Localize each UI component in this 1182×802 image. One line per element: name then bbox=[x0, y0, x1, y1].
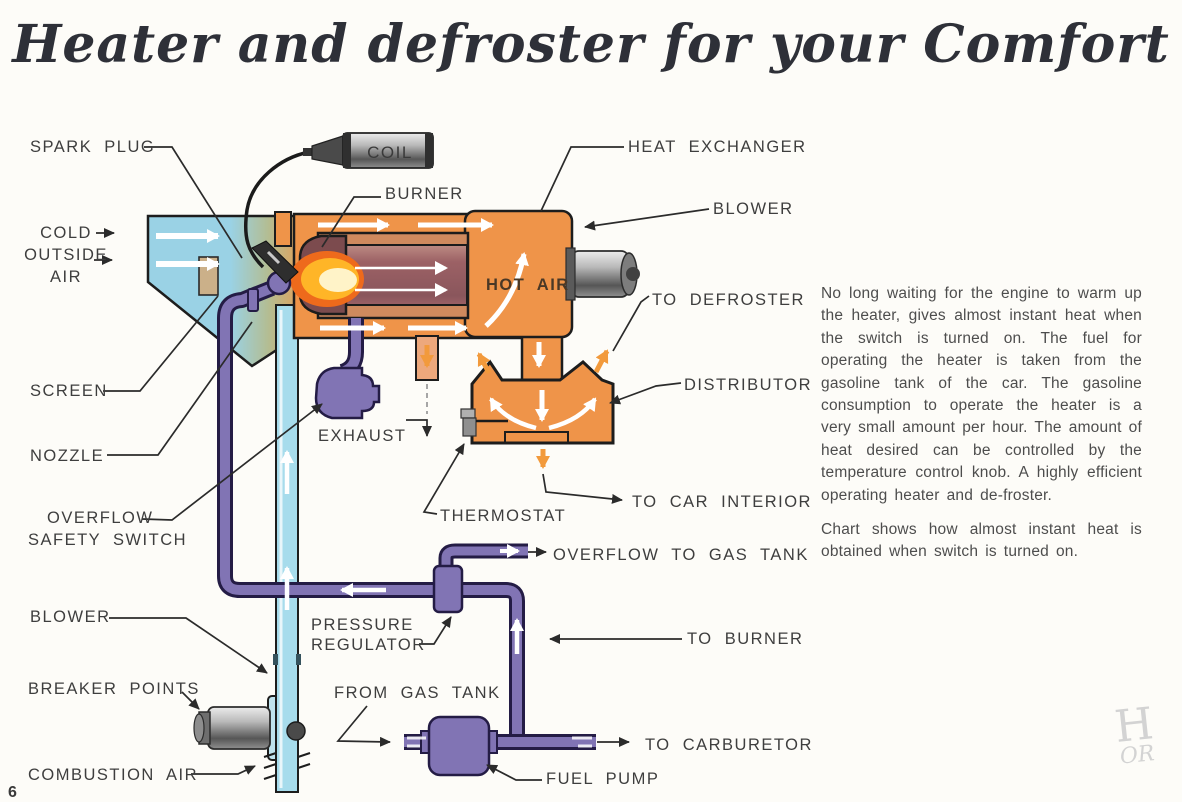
label-to-defroster: TO DEFROSTER bbox=[652, 291, 805, 309]
label-nozzle: NOZZLE bbox=[30, 447, 104, 465]
label-to-carburetor: TO CARBURETOR bbox=[645, 736, 813, 754]
label-overflow-1: OVERFLOW bbox=[47, 509, 153, 527]
flow-arrows-orange bbox=[420, 345, 610, 469]
pressure-regulator-part bbox=[432, 564, 464, 614]
handwritten-mark-2: OR bbox=[1118, 741, 1156, 770]
fuel-plumbing bbox=[217, 280, 596, 750]
flow-arrows-white bbox=[156, 218, 597, 748]
label-blower-bottom: BLOWER bbox=[30, 608, 111, 626]
label-to-car-interior: TO CAR INTERIOR bbox=[632, 493, 812, 511]
breaker-points-part bbox=[286, 721, 306, 741]
label-spark-plug: SPARK PLUG bbox=[30, 138, 155, 156]
label-thermostat: THERMOSTAT bbox=[440, 507, 566, 525]
overflow-safety-switch-part bbox=[314, 366, 381, 420]
spark-plug-part bbox=[251, 240, 299, 284]
handwritten-marks: H OR bbox=[1112, 698, 1157, 770]
label-exhaust: EXHAUST bbox=[318, 427, 406, 445]
label-to-burner: TO BURNER bbox=[687, 630, 803, 648]
label-distributor: DISTRIBUTOR bbox=[684, 376, 812, 394]
label-cold-1: COLD bbox=[40, 224, 92, 242]
ignition-wire bbox=[243, 150, 310, 269]
page-title: Heater and defroster for your Comfort bbox=[12, 14, 1170, 75]
label-regulator: REGULATOR bbox=[311, 636, 426, 654]
coil-part: COIL bbox=[303, 132, 434, 169]
label-hot-air: HOT AIR bbox=[486, 276, 570, 294]
distributor-bottom-step bbox=[504, 431, 569, 443]
label-overflow-gas-tank: OVERFLOW TO GAS TANK bbox=[553, 546, 809, 564]
flame bbox=[290, 251, 364, 307]
nozzle-coupling bbox=[247, 288, 259, 312]
diagram-labels: SPARK PLUG BURNER HEAT EXCHANGER BLOWER … bbox=[24, 138, 813, 788]
label-from-gas-tank: FROM GAS TANK bbox=[334, 684, 501, 702]
description-paragraph-1: No long waiting for the engine to warm u… bbox=[821, 285, 1142, 504]
label-combustion-air: COMBUSTION AIR bbox=[28, 766, 198, 784]
label-screen: SCREEN bbox=[30, 382, 108, 400]
label-cold-2: OUTSIDE bbox=[24, 246, 108, 264]
label-pressure: PRESSURE bbox=[311, 616, 414, 634]
label-overflow-2: SAFETY SWITCH bbox=[28, 531, 187, 549]
thermostat-part bbox=[460, 408, 508, 437]
label-heat-exchanger: HEAT EXCHANGER bbox=[628, 138, 807, 156]
combustion-air-blower-motor bbox=[193, 706, 306, 750]
exchanger-stub bbox=[274, 211, 292, 247]
page-number: 6 bbox=[8, 784, 17, 801]
fuel-pump-part bbox=[420, 715, 498, 777]
label-blower-top: BLOWER bbox=[713, 200, 794, 218]
label-fuel-pump: FUEL PUMP bbox=[546, 770, 659, 788]
description-paragraph-2: Chart shows how almost instant heat is o… bbox=[821, 521, 1142, 561]
label-breaker-points: BREAKER POINTS bbox=[28, 680, 200, 698]
description-text: No long waiting for the engine to warm u… bbox=[821, 283, 1142, 576]
label-cold-3: AIR bbox=[50, 268, 82, 286]
blower-motor bbox=[565, 247, 640, 301]
label-burner: BURNER bbox=[385, 185, 464, 203]
coil-label: COIL bbox=[367, 143, 413, 162]
leader-lines bbox=[94, 146, 710, 781]
